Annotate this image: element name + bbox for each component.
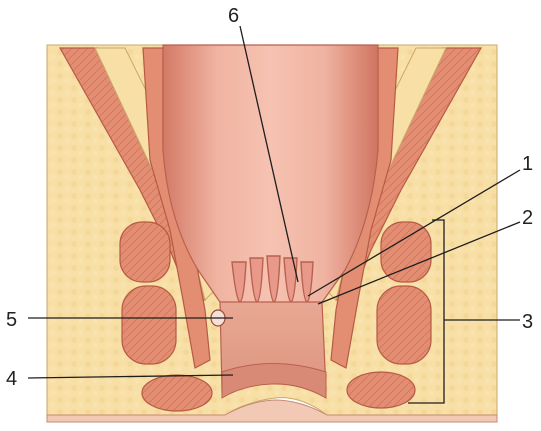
label-1: 1: [522, 153, 533, 175]
label-5: 5: [6, 309, 17, 331]
label-3: 3: [522, 311, 533, 333]
label-2: 2: [522, 207, 533, 229]
label-6: 6: [228, 5, 239, 27]
label-4: 4: [6, 368, 17, 390]
